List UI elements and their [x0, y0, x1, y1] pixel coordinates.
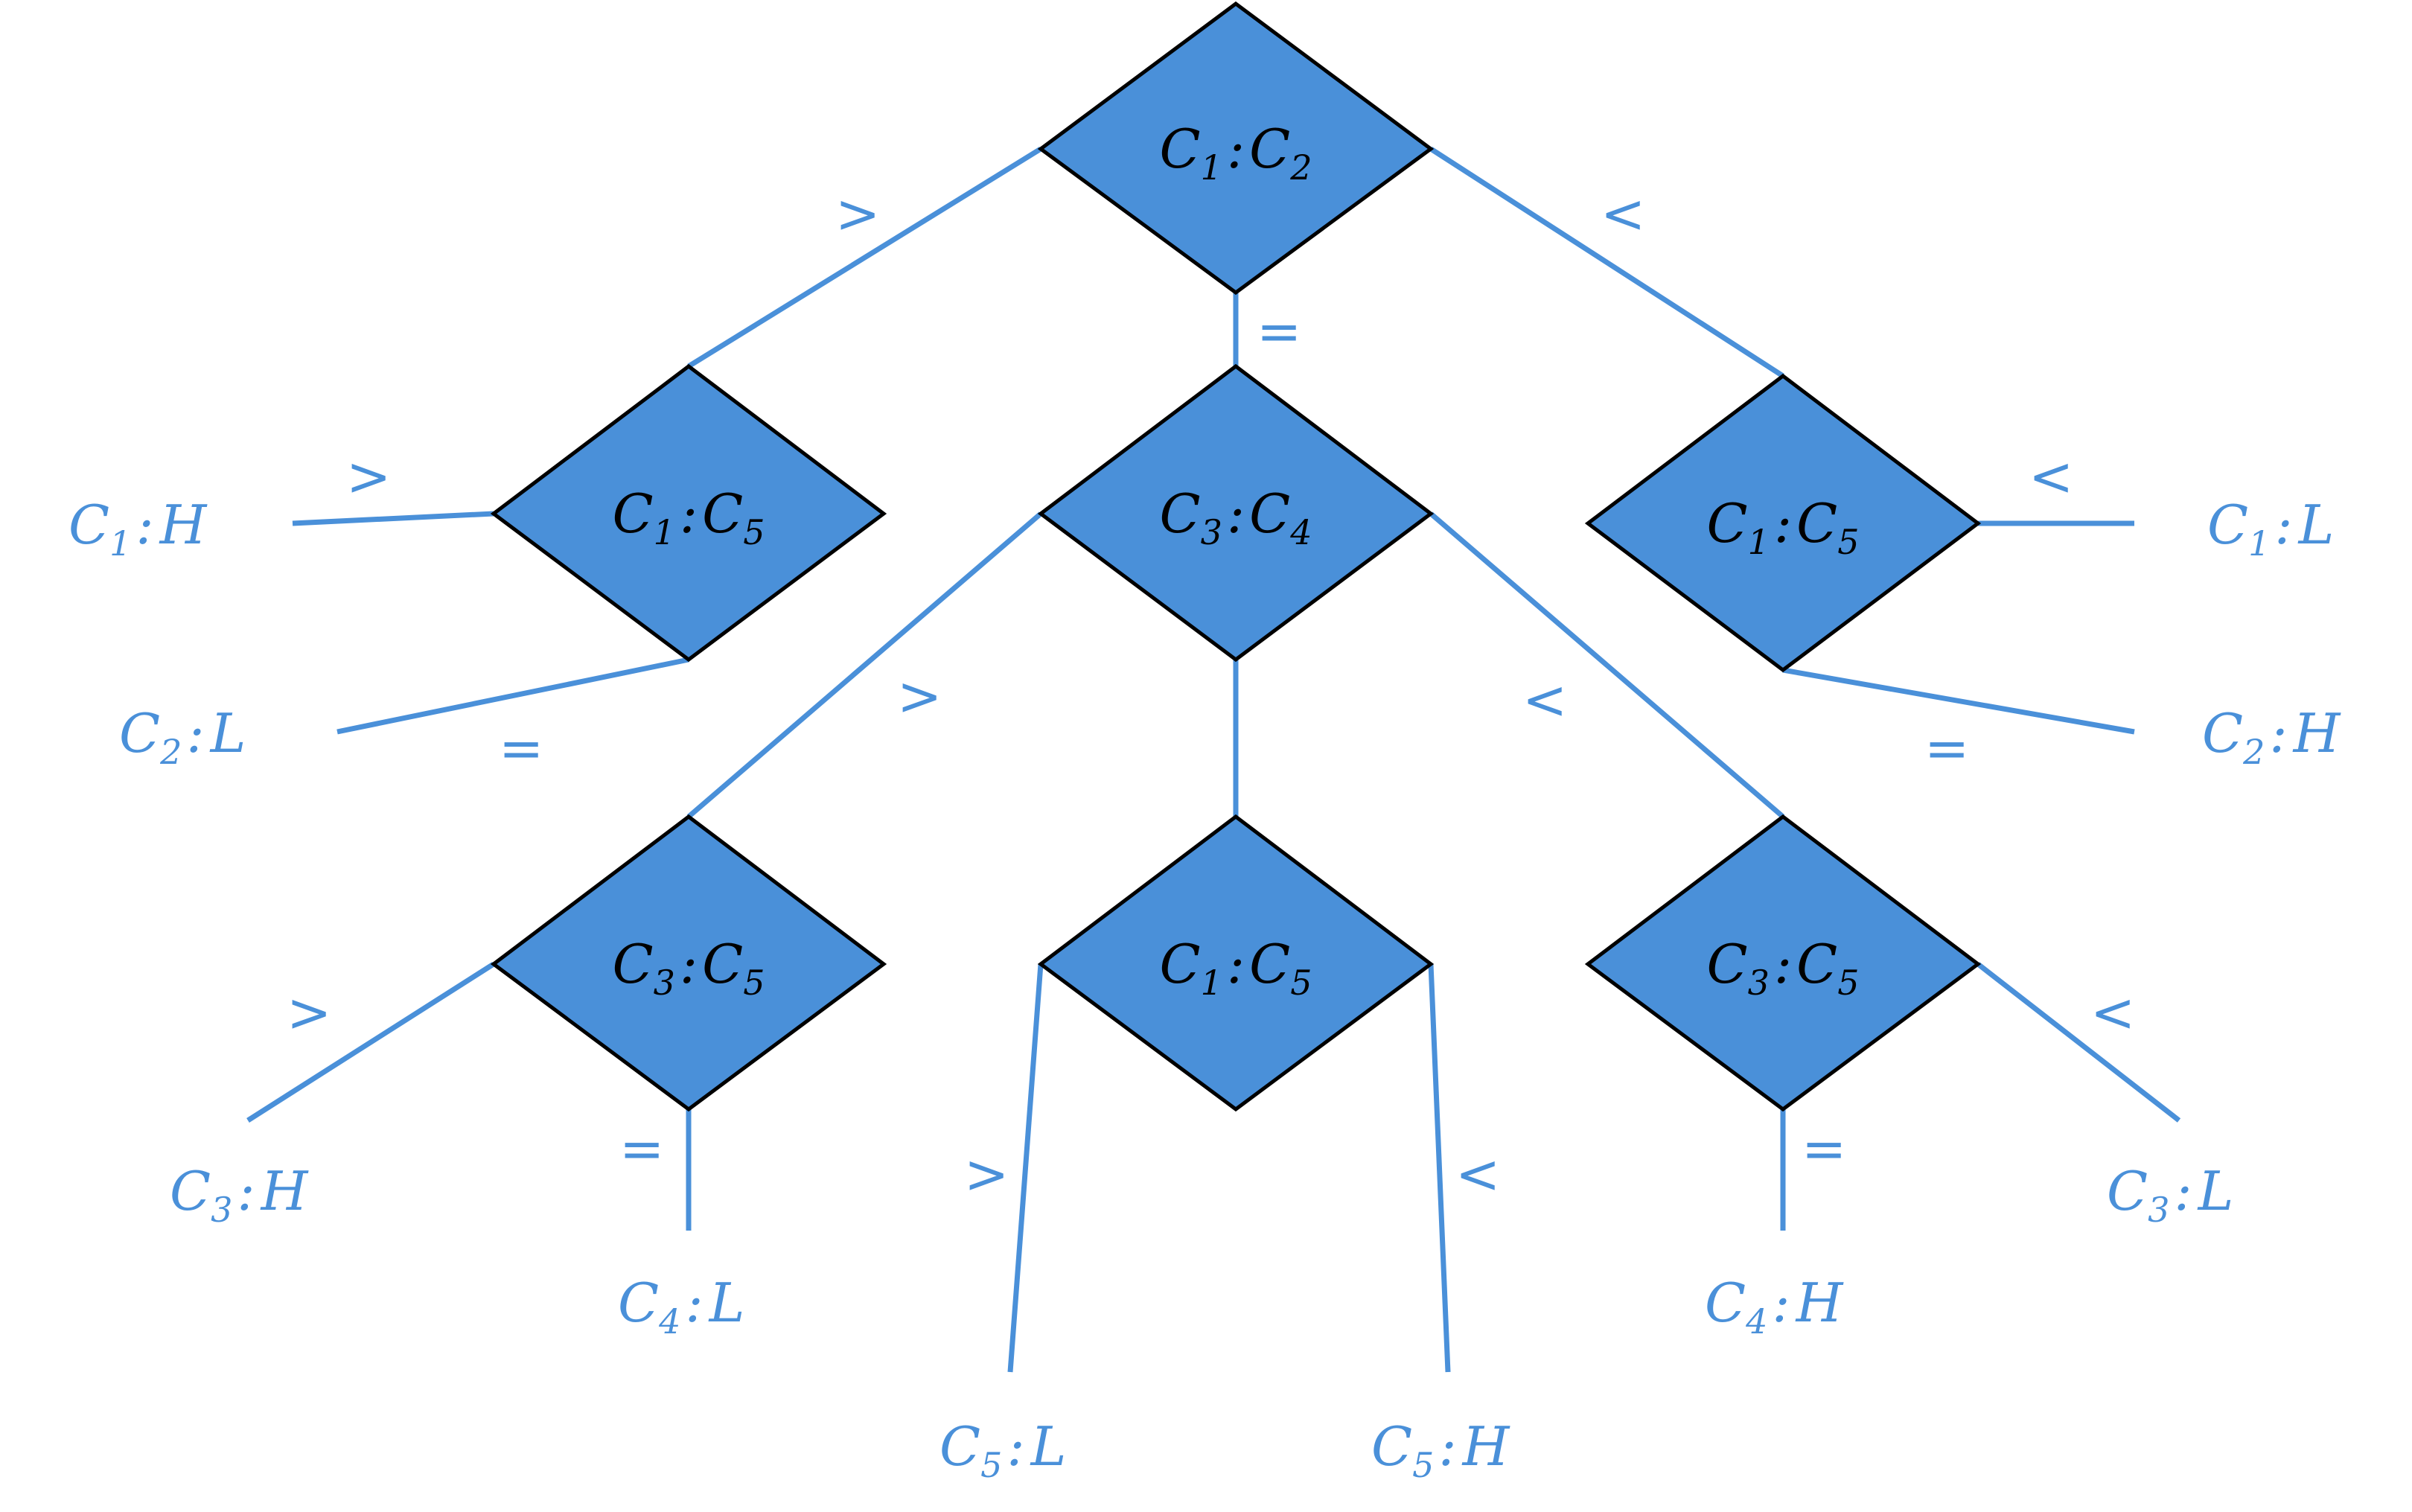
op-right-c1l: < [2029, 445, 2073, 508]
node-left-label: C1:C5 [612, 482, 765, 552]
op-middle-midright: < [1522, 669, 1567, 731]
decision-nodes: C1:C2 C1:C5 C3:C4 C1:C5 C3:C5 C1:C5 C3:C… [490, 1, 1982, 1112]
node-root-label: C1:C2 [1159, 118, 1312, 188]
edge-left-c1h [292, 511, 494, 526]
edge-left-c2l [336, 657, 689, 735]
leaf-c2h: C2:H [2202, 702, 2341, 772]
node-midright: C3:C5 [1584, 814, 1982, 1112]
op-midleft-c4l: = [619, 1117, 664, 1180]
node-midright-label: C3:C5 [1706, 933, 1859, 1003]
edge-middle-midleft [686, 511, 1043, 819]
edge-midmid-c5h [1428, 963, 1451, 1373]
op-midright-c4h: = [1802, 1117, 1846, 1180]
node-midmid-label: C1:C5 [1159, 933, 1312, 1003]
op-root-left: > [835, 182, 880, 245]
node-left: C1:C5 [490, 363, 887, 663]
edge-root-right [1429, 147, 1784, 378]
leaf-c3l: C3:L [2107, 1160, 2233, 1230]
edge-root-left [687, 147, 1042, 369]
edge-operators: > = < > = < = > < > = > < = < [287, 182, 2135, 1205]
op-midleft-c3h: > [287, 981, 331, 1044]
edge-midleft-c3h [246, 962, 495, 1123]
leaf-c4h: C4:H [1705, 1272, 1844, 1342]
leaf-c5h: C5:H [1371, 1415, 1510, 1485]
node-middle: C3:C4 [1037, 363, 1435, 663]
edge-right-c2h [1782, 667, 2135, 735]
op-left-c1h: > [346, 445, 391, 508]
node-middle-label: C3:C4 [1159, 482, 1312, 552]
node-right-label: C1:C5 [1706, 492, 1859, 562]
node-midleft: C3:C5 [490, 814, 887, 1112]
node-right: C1:C5 [1584, 373, 1982, 673]
leaf-c1h: C1:H [68, 494, 208, 564]
edges [246, 147, 2181, 1373]
edge-middle-midright [1429, 511, 1785, 819]
edge-midright-c3l [1976, 962, 2181, 1123]
op-midright-c3l: < [2090, 981, 2135, 1044]
leaf-c5l: C5:L [939, 1415, 1066, 1485]
leaf-labels: C1:H C2:L C1:L C2:H C3:H C4:L C5:L C5:H … [68, 494, 2341, 1485]
op-root-right: < [1601, 182, 1645, 245]
leaf-c2l: C2:L [119, 702, 246, 772]
op-root-middle: = [1257, 300, 1301, 363]
leaf-c1l: C1:L [2207, 494, 2334, 564]
edge-midmid-c5l [1007, 963, 1044, 1373]
node-root: C1:C2 [1037, 1, 1435, 296]
leaf-c3h: C3:H [170, 1160, 309, 1230]
op-right-c2h: = [1924, 717, 1969, 779]
node-midleft-label: C3:C5 [612, 933, 765, 1003]
op-middle-midleft: > [897, 665, 942, 727]
leaf-c4l: C4:L [618, 1272, 744, 1342]
op-midmid-c5h: < [1455, 1143, 1500, 1205]
op-midmid-c5l: > [964, 1143, 1009, 1205]
op-left-c2l: = [499, 717, 543, 779]
node-midmid: C1:C5 [1037, 814, 1435, 1112]
